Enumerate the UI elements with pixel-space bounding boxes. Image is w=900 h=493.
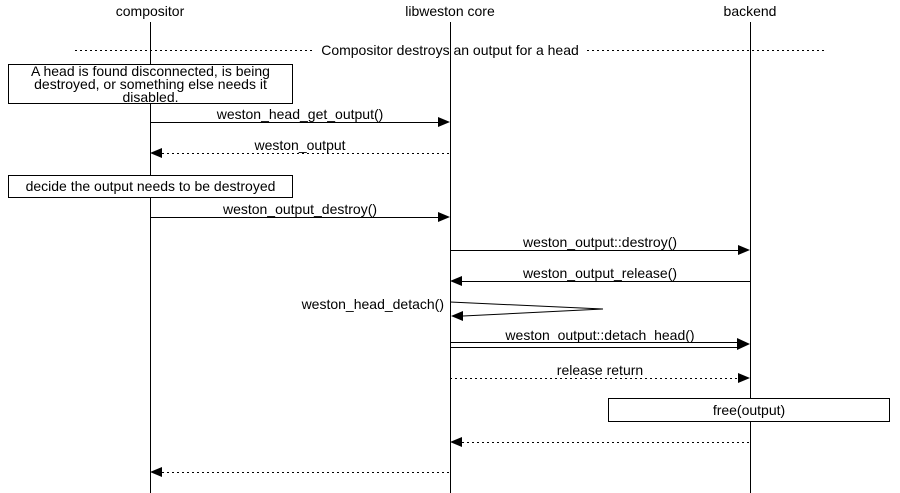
actor-label-compositor: compositor	[115, 3, 185, 19]
lifeline-backend	[750, 22, 751, 493]
message-line-weston-output-detach-head-top	[450, 342, 739, 343]
message-line-weston-output-detach-head-bottom	[450, 347, 739, 348]
message-label-weston-output-destroy-vfunc: weston_output::destroy()	[522, 234, 678, 250]
message-line-weston-output-destroy-vfunc	[450, 250, 740, 251]
lifeline-libweston-core	[450, 22, 451, 493]
message-line-release-return	[450, 378, 740, 379]
message-line-return-to-core	[462, 442, 750, 443]
actor-label-backend: backend	[723, 3, 777, 19]
note-free-output: free(output)	[608, 398, 890, 422]
lifeline-compositor	[150, 22, 151, 493]
arrowhead-left-icon	[150, 467, 162, 477]
arrowhead-right-icon	[438, 117, 450, 127]
message-label-release-return: release return	[556, 362, 644, 378]
note-head-disconnected-text: A head is found disconnected, is being d…	[31, 64, 270, 104]
divider-line-right	[587, 50, 825, 51]
arrowhead-right-icon	[438, 212, 450, 222]
divider-label: Compositor destroys an output for a head	[321, 42, 579, 58]
message-label-weston-output: weston_output	[254, 137, 346, 153]
arrowhead-right-icon	[738, 245, 750, 255]
message-label-weston-output-destroy: weston_output_destroy()	[222, 201, 378, 217]
self-message-loop-icon	[450, 301, 604, 321]
message-line-weston-output-destroy	[150, 217, 440, 218]
note-head-disconnected: A head is found disconnected, is being d…	[8, 64, 293, 104]
message-line-return-to-compositor	[162, 472, 450, 473]
divider-line-left	[75, 50, 313, 51]
message-label-weston-output-release: weston_output_release()	[522, 265, 678, 281]
note-decide-destroy-text: decide the output needs to be destroyed	[25, 178, 276, 194]
message-line-weston-output	[162, 153, 450, 154]
message-line-weston-head-get-output	[150, 122, 440, 123]
arrowhead-right-icon	[737, 338, 750, 350]
message-line-weston-output-release	[462, 281, 750, 282]
actor-label-libweston-core: libweston core	[405, 3, 495, 19]
arrowhead-left-icon	[450, 276, 462, 286]
note-free-output-text: free(output)	[712, 402, 786, 418]
arrowhead-left-icon	[150, 148, 162, 158]
message-label-weston-output-detach-head: weston_output::detach_head()	[505, 327, 695, 343]
arrowhead-right-icon	[738, 373, 750, 383]
message-label-weston-head-get-output: weston_head_get_output()	[216, 106, 384, 122]
message-label-weston-head-detach: weston_head_detach()	[301, 296, 444, 312]
arrowhead-left-icon	[450, 437, 462, 447]
note-decide-destroy: decide the output needs to be destroyed	[8, 175, 293, 198]
